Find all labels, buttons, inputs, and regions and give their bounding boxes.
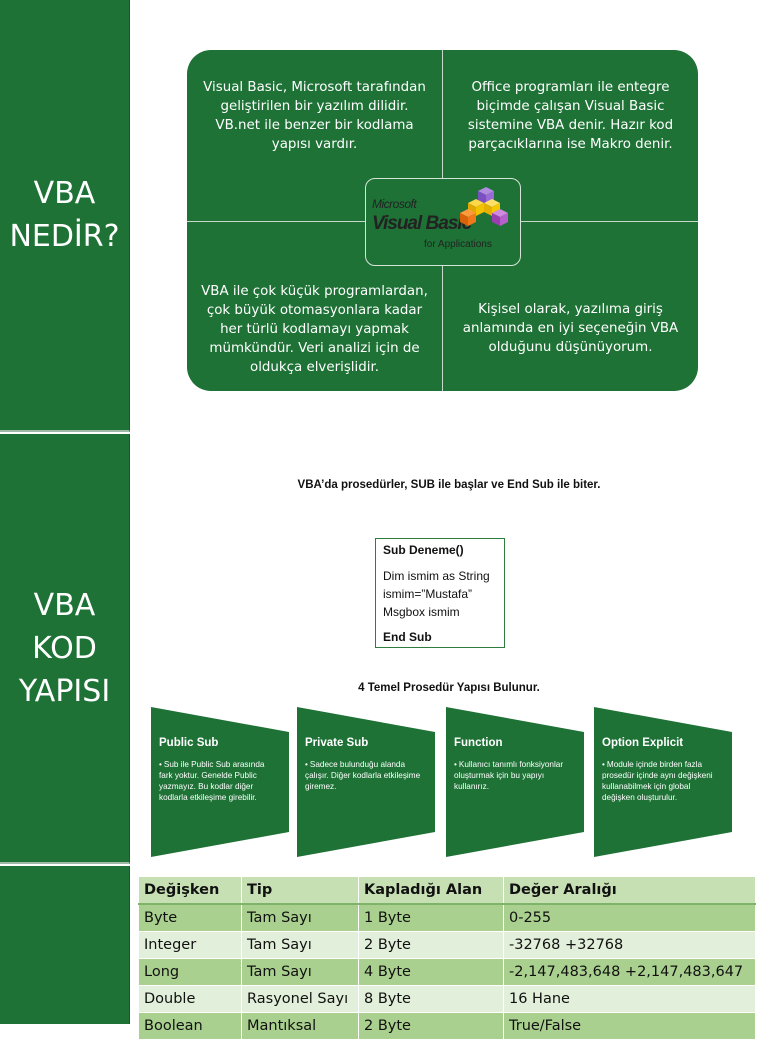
intro-text-top-right: Office programları ile entegre biçimde ç… bbox=[467, 80, 674, 152]
intro-text-bottom-right: Kişisel olarak, yazılıma giriş anlamında… bbox=[462, 302, 679, 355]
table-cell: Tam Sayı bbox=[241, 903, 359, 932]
intro-text-top-left: Visual Basic, Microsoft tarafından geliş… bbox=[203, 80, 426, 152]
variable-types-table: Değişken Tip Kapladığı Alan Değer Aralığ… bbox=[138, 876, 756, 1040]
table-row: Byte Tam Sayı 1 Byte 0-255 bbox=[138, 903, 756, 932]
table-cell: Tam Sayı bbox=[241, 958, 359, 986]
procedure-desc: •Module içinde birden fazla prosedür içi… bbox=[602, 760, 713, 802]
sidebar-section-vba-nedir: VBA NEDİR? bbox=[0, 0, 130, 432]
sidebar-title-line: KOD bbox=[32, 630, 97, 666]
procedure-title: Option Explicit bbox=[602, 737, 684, 749]
table-header-cell: Değer Aralığı bbox=[503, 876, 756, 905]
table-cell: Byte bbox=[138, 903, 242, 932]
sidebar-title-line: VBA bbox=[33, 587, 96, 623]
procedure-card-public-sub: Public Sub •Sub ile Public Sub arasında … bbox=[151, 707, 289, 857]
table-cell: 0-255 bbox=[503, 903, 756, 932]
sidebar-section-empty bbox=[0, 866, 130, 1024]
table-cell: Rasyonel Sayı bbox=[241, 985, 359, 1013]
table-row: Integer Tam Sayı 2 Byte -32768 +32768 bbox=[138, 931, 756, 959]
table-cell: 16 Hane bbox=[503, 985, 756, 1013]
table-cell: 2 Byte bbox=[358, 1012, 504, 1040]
table-cell: Long bbox=[138, 958, 242, 986]
table-header-cell: Değişken bbox=[138, 876, 242, 905]
table-cell: Boolean bbox=[138, 1012, 242, 1040]
logo-for-applications: for Applications bbox=[424, 239, 492, 250]
code-line: Sub Deneme() bbox=[383, 543, 464, 557]
procedure-title: Function bbox=[454, 737, 503, 749]
table-cell: -2,147,483,648 +2,147,483,647 bbox=[503, 958, 756, 986]
procedure-desc: •Sadece bulunduğu alanda çalışır. Diğer … bbox=[305, 760, 421, 791]
table-row: Boolean Mantıksal 2 Byte True/False bbox=[138, 1012, 756, 1040]
sidebar-title-line: VBA bbox=[33, 176, 96, 211]
logo-visual-basic: Visual Basic bbox=[372, 213, 472, 234]
table-header-row: Değişken Tip Kapladığı Alan Değer Aralığ… bbox=[138, 876, 756, 905]
code-line: Msgbox ismim bbox=[383, 605, 460, 619]
code-example-box: Sub Deneme() Dim ismim as String ismim=”… bbox=[375, 538, 505, 648]
code-line: ismim=”Mustafa” bbox=[383, 587, 473, 601]
cubes-icon bbox=[460, 187, 508, 226]
procedure-card-function: Function •Kullanıcı tanımlı fonksiyonlar… bbox=[446, 707, 584, 857]
table-cell: 1 Byte bbox=[358, 903, 504, 932]
intro-text-bottom-left: VBA ile çok küçük programlardan, çok büy… bbox=[201, 284, 428, 375]
procedure-desc: •Kullanıcı tanımlı fonksiyonlar oluşturm… bbox=[454, 760, 564, 791]
procedure-title: Public Sub bbox=[159, 737, 219, 749]
code-line: Dim ismim as String bbox=[383, 569, 490, 583]
procedure-card-private-sub: Private Sub •Sadece bulunduğu alanda çal… bbox=[297, 707, 435, 857]
table-cell: 2 Byte bbox=[358, 931, 504, 959]
table-cell: -32768 +32768 bbox=[503, 931, 756, 959]
logo-microsoft: Microsoft bbox=[372, 197, 417, 211]
procedure-title: Private Sub bbox=[305, 737, 369, 749]
table-cell: Mantıksal bbox=[241, 1012, 359, 1040]
table-header-cell: Tip bbox=[241, 876, 359, 905]
vba-logo: Microsoft Visual Basic for Applications bbox=[365, 178, 521, 266]
table-row: Double Rasyonel Sayı 8 Byte 16 Hane bbox=[138, 985, 756, 1013]
procedure-caption: VBA’da prosedürler, SUB ile başlar ve En… bbox=[297, 479, 601, 491]
procedure-desc: •Sub ile Public Sub arasında fark yoktur… bbox=[159, 760, 265, 802]
table-cell: Tam Sayı bbox=[241, 931, 359, 959]
code-line: End Sub bbox=[383, 630, 432, 644]
sidebar-title-line: YAPISI bbox=[18, 673, 111, 709]
table-row: Long Tam Sayı 4 Byte -2,147,483,648 +2,1… bbox=[138, 958, 756, 986]
table-cell: Integer bbox=[138, 931, 242, 959]
intro-quadrant-panel: Visual Basic, Microsoft tarafından geliş… bbox=[187, 50, 698, 391]
sidebar-title-line: NEDİR? bbox=[9, 219, 120, 254]
table-cell: 4 Byte bbox=[358, 958, 504, 986]
table-cell: Double bbox=[138, 985, 242, 1013]
procedure-card-option-explicit: Option Explicit •Module içinde birden fa… bbox=[594, 707, 732, 857]
table-cell: True/False bbox=[503, 1012, 756, 1040]
sidebar-section-vba-kod-yapisi: VBA KOD YAPISI bbox=[0, 434, 130, 864]
procedures-caption: 4 Temel Prosedür Yapısı Bulunur. bbox=[358, 682, 540, 694]
table-cell: 8 Byte bbox=[358, 985, 504, 1013]
table-header-cell: Kapladığı Alan bbox=[358, 876, 504, 905]
